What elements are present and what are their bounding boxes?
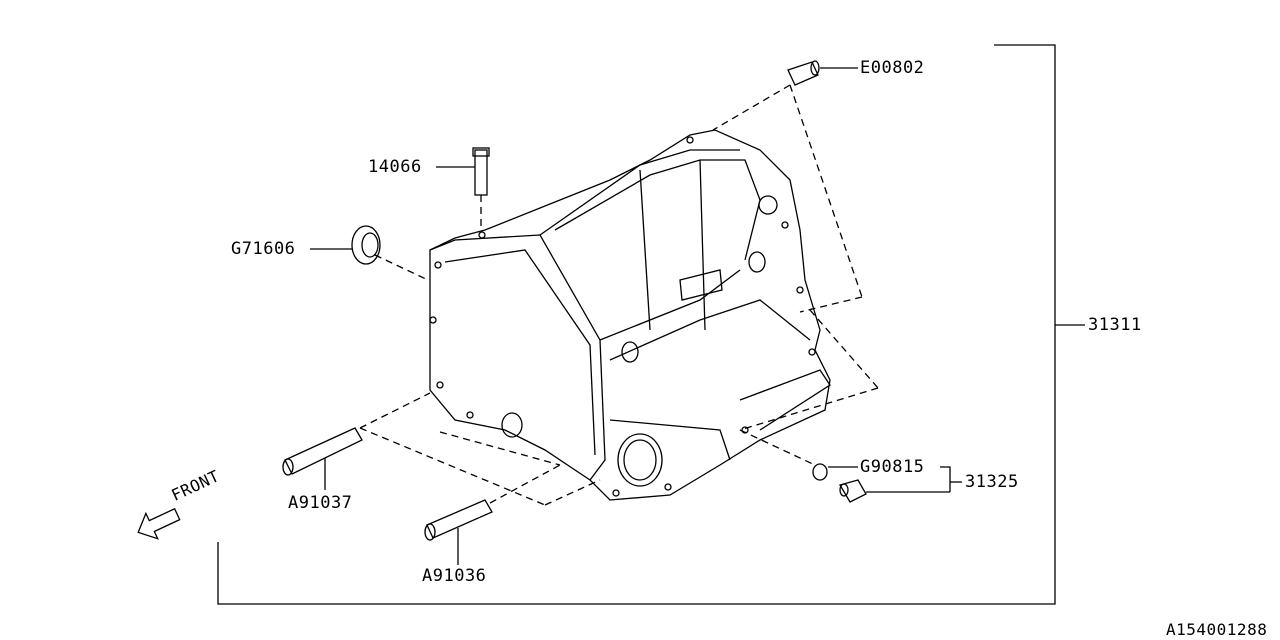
part-label-31311[interactable]: 31311: [1088, 315, 1142, 335]
diagram-id: A154001288: [1166, 620, 1268, 639]
part-label-A91036[interactable]: A91036: [422, 566, 487, 586]
stud-A91036: [424, 499, 493, 565]
part-label-G71606[interactable]: G71606: [231, 239, 296, 259]
stud-A91037: [282, 427, 363, 490]
dashed-leaders: [359, 84, 879, 506]
part-label-14066[interactable]: 14066: [368, 157, 422, 177]
seal-G71606: [310, 225, 381, 265]
gasket-G90815: [812, 463, 858, 481]
plug-31325: [839, 466, 962, 503]
assembly-bracket-31311: [217, 44, 1056, 605]
part-label-31325[interactable]: 31325: [965, 472, 1019, 492]
part-label-G90815[interactable]: G90815: [860, 457, 925, 477]
front-arrow-icon: [137, 507, 181, 540]
pin-E00802: [787, 60, 858, 86]
part-label-A91037[interactable]: A91037: [288, 493, 353, 513]
part-label-E00802[interactable]: E00802: [860, 58, 925, 78]
transmission-case: [429, 129, 831, 501]
pin-14066: [436, 147, 490, 196]
